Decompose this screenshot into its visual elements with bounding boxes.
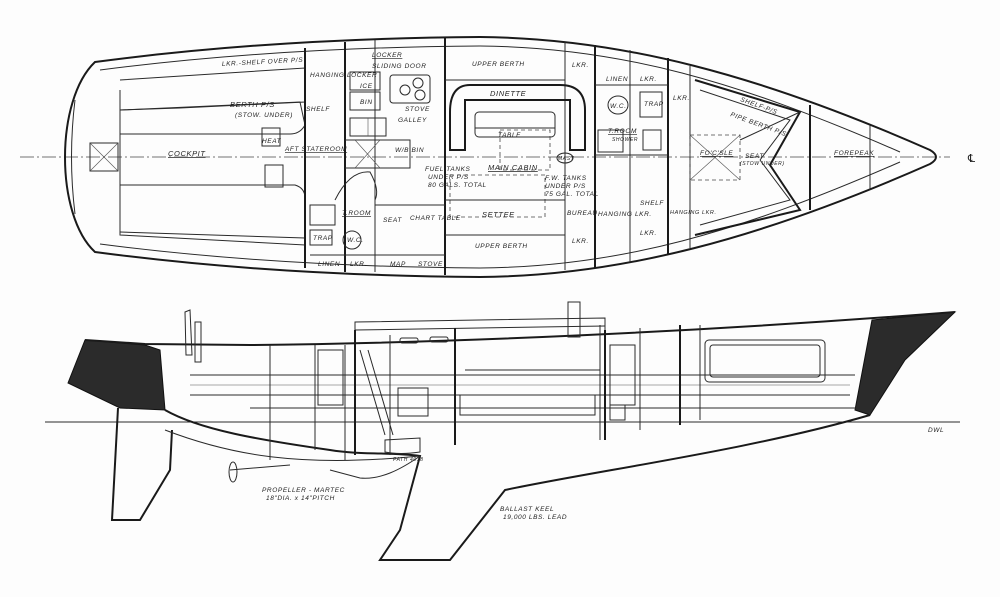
label-main-cabin: MAIN CABIN: [488, 163, 538, 172]
label-locker: LOCKER: [372, 52, 402, 59]
label-lkr-aft: LKR.: [350, 261, 367, 268]
label-forepeak: FOREPEAK: [834, 150, 874, 157]
label-stow: (STOW. UNDER): [235, 112, 293, 119]
label-chart-table: CHART TABLE: [410, 215, 461, 222]
label-lkr-4: LKR.: [673, 95, 690, 102]
label-fuel-tanks: FUEL TANKS: [425, 166, 471, 173]
label-lkr-5: LKR.: [640, 230, 657, 237]
label-settee: SETTEE: [482, 210, 515, 219]
label-fw-total: 75 GAL. TOTAL: [545, 191, 599, 198]
label-shelf-3: SHELF: [640, 200, 664, 207]
label-shelf: LKR.-SHELF OVER P/S: [222, 57, 304, 68]
label-galley: GALLEY: [398, 117, 427, 124]
label-table: TABLE: [498, 132, 521, 139]
label-stove-2: STOVE: [418, 261, 443, 268]
centerline-symbol: ℄: [967, 153, 976, 165]
label-propeller: PROPELLER - MARTEC: [262, 487, 345, 494]
label-pipe-berth: PIPE BERTH P/S: [729, 111, 787, 138]
profile-view: DWL PATH 4038 PROPELLER - MARTEC 18"DIA.…: [45, 301, 960, 561]
label-aft-stateroom: AFT STATEROOM: [284, 146, 347, 153]
engine: [384, 437, 421, 454]
label-sliding-door: SLIDING DOOR: [372, 63, 427, 70]
label-fw-under: UNDER P/S: [545, 183, 586, 190]
label-fuel-total: 80 GALS. TOTAL: [428, 182, 487, 189]
label-trap-fwd: TRAP: [644, 101, 664, 108]
focsle-hatch: [689, 134, 741, 181]
label-bureau: BUREAU: [567, 210, 598, 217]
label-linen-fwd: LINEN: [606, 76, 628, 83]
label-wc-fwd: W.C.: [610, 103, 627, 110]
label-upper-berth-top: UPPER BERTH: [472, 61, 525, 68]
label-mast: MAST: [558, 156, 575, 162]
label-ice: ICE: [360, 83, 373, 90]
label-dwl: DWL: [928, 427, 944, 434]
mast-stub: [567, 301, 581, 338]
toilet-aft: [342, 230, 362, 250]
shower-grate: [597, 129, 624, 153]
toilet-fwd: [607, 95, 629, 115]
label-wood-bin: W/B BIN: [395, 147, 424, 154]
label-shower: SHOWER: [612, 137, 638, 143]
label-berth: BERTH P/S: [230, 100, 275, 109]
label-map: MAP: [390, 261, 406, 268]
deck-line: [99, 45, 901, 153]
label-engine: PATH 4038: [393, 457, 424, 463]
label-upper-berth-bottom: UPPER BERTH: [475, 243, 528, 250]
label-seat: SEAT: [383, 217, 402, 224]
label-seat-stow: (STOW UNDER): [740, 161, 785, 167]
label-lkr-3: LKR.: [640, 76, 657, 83]
label-ballast-weight: 19,000 LBS. LEAD: [503, 514, 567, 521]
mast-step: [556, 152, 574, 164]
label-cockpit: COCKPIT: [168, 149, 206, 158]
label-seat-fwd: SEAT: [745, 153, 764, 160]
propeller: [228, 461, 238, 483]
label-ballast-keel: BALLAST KEEL: [500, 506, 554, 513]
dinette-seat: [449, 84, 586, 151]
label-hanging-lkr-2: HANGING LKR.: [670, 210, 717, 216]
label-stove: STOVE: [405, 106, 430, 113]
label-hanging-lkr: HANGING LKR.: [598, 211, 652, 218]
plan-view: LKR.-SHELF OVER P/S BERTH P/S (STOW. UND…: [20, 35, 976, 279]
stern-counter: [67, 339, 166, 411]
label-focsle: FO'C'SLE: [700, 150, 733, 157]
rudder: [110, 407, 173, 521]
hull-profile: [164, 409, 871, 561]
label-linen-aft: LINEN: [318, 261, 340, 268]
label-heat: HEAT: [262, 138, 282, 145]
label-dinette: DINETTE: [490, 89, 527, 98]
label-wc-aft: W.C.: [347, 237, 364, 244]
label-bin: BIN: [360, 99, 373, 106]
label-fw-tanks: F.W. TANKS: [545, 175, 587, 182]
cockpit-hatch: [89, 142, 119, 172]
stove: [389, 74, 431, 104]
label-lkr-1: LKR.: [572, 62, 589, 69]
sheer-line: [84, 311, 956, 347]
label-troom-aft: T.ROOM: [342, 210, 371, 217]
hull-outline-plan: [64, 35, 937, 279]
dinette-table: [474, 111, 556, 138]
label-shelf-2: SHELF: [306, 106, 330, 113]
deck-line: [99, 161, 901, 269]
label-fuel-under: UNDER P/S: [428, 174, 469, 181]
label-propeller-size: 18"DIA. x 14"PITCH: [266, 495, 335, 502]
bow-section: [854, 311, 957, 416]
label-trap-aft: TRAP: [313, 235, 333, 242]
label-hanging-locker: HANGING LOCKER: [310, 72, 377, 79]
label-lkr-2: LKR.: [572, 238, 589, 245]
prop-shaft: [229, 464, 291, 471]
label-troom-fwd: T.ROOM: [608, 128, 637, 135]
